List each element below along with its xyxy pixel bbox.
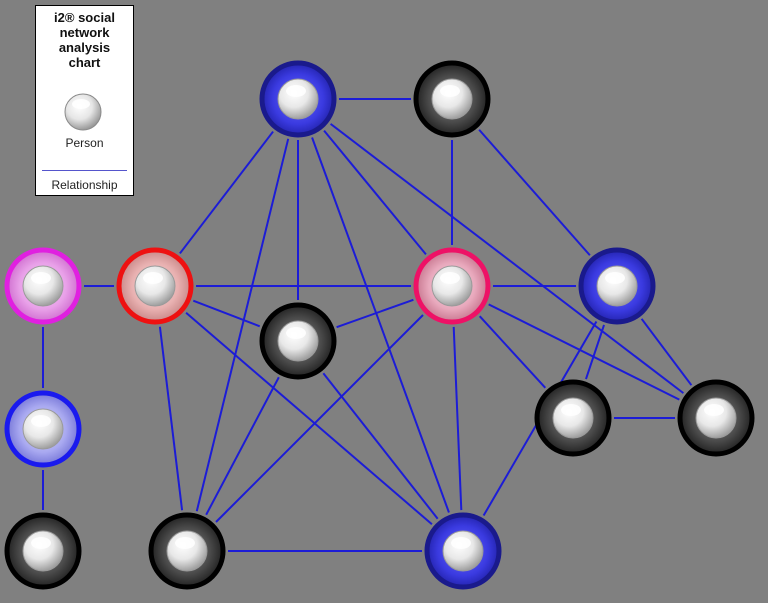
relationship-link-n5-n13 xyxy=(452,326,463,511)
person-nodes xyxy=(4,60,755,590)
person-icon xyxy=(277,78,319,120)
person-node-n8[interactable] xyxy=(4,390,82,468)
relationship-links xyxy=(42,98,693,552)
relationship-link-n1-n12 xyxy=(329,123,685,394)
pearl-highlight xyxy=(31,272,51,284)
person-node-n10[interactable] xyxy=(4,512,82,590)
legend-title: i2® social network analysis chart xyxy=(54,10,115,70)
person-node-n11[interactable] xyxy=(148,512,226,590)
person-icon xyxy=(277,320,319,362)
relationship-link-n6-n9 xyxy=(585,324,605,380)
relationship-link-n5-n9 xyxy=(478,315,547,389)
person-node-n2[interactable] xyxy=(413,60,491,138)
relationship-link-n4-n13 xyxy=(185,311,433,526)
pearl-highlight xyxy=(440,272,460,284)
person-icon xyxy=(22,530,64,572)
legend: i2® social network analysis chart Person… xyxy=(35,5,134,196)
relationship-link-n7-n13 xyxy=(322,372,439,520)
relationship-link-n1-n4 xyxy=(179,130,274,255)
person-icon xyxy=(134,265,176,307)
person-node-n7[interactable] xyxy=(259,302,337,380)
person-icon xyxy=(596,265,638,307)
pearl-highlight xyxy=(286,85,306,97)
pearl-highlight xyxy=(561,404,581,416)
person-icon xyxy=(431,265,473,307)
relationship-link-n1-n5 xyxy=(323,130,427,255)
pearl-highlight xyxy=(440,85,460,97)
person-icon xyxy=(166,530,208,572)
pearl-highlight xyxy=(31,537,51,549)
person-node-n3[interactable] xyxy=(4,247,82,325)
person-node-n4[interactable] xyxy=(116,247,194,325)
person-node-n1[interactable] xyxy=(259,60,337,138)
legend-relationship-label: Relationship xyxy=(51,178,118,192)
relationship-link-n7-n11 xyxy=(205,376,280,516)
relationship-link-n4-n7 xyxy=(192,299,261,328)
relationship-link-n4-n11 xyxy=(158,326,184,511)
legend-relationship-line xyxy=(42,170,127,171)
pearl-highlight xyxy=(31,415,51,427)
person-icon xyxy=(695,397,737,439)
person-icon xyxy=(552,397,594,439)
person-node-n12[interactable] xyxy=(677,379,755,457)
person-node-n9[interactable] xyxy=(534,379,612,457)
pearl-highlight xyxy=(451,537,471,549)
person-node-n6[interactable] xyxy=(578,247,656,325)
relationship-link-n5-n11 xyxy=(215,314,424,523)
relationship-link-n2-n6 xyxy=(478,129,591,256)
legend-person-label: Person xyxy=(65,136,104,150)
pearl-highlight xyxy=(143,272,163,284)
relationship-link-n1-n13 xyxy=(311,137,450,513)
relationship-link-n5-n12 xyxy=(488,303,680,401)
pearl-highlight xyxy=(605,272,625,284)
person-icon xyxy=(431,78,473,120)
person-icon xyxy=(442,530,484,572)
person-icon xyxy=(22,265,64,307)
pearl-highlight xyxy=(286,327,306,339)
pearl-highlight xyxy=(704,404,724,416)
relationship-link-n6-n12 xyxy=(640,318,693,386)
person-node-n13[interactable] xyxy=(424,512,502,590)
relationship-link-n1-n11 xyxy=(195,138,290,512)
pearl-highlight xyxy=(175,537,195,549)
person-node-n5[interactable] xyxy=(413,247,491,325)
person-icon xyxy=(64,93,102,131)
relationship-link-n5-n7 xyxy=(336,298,414,329)
person-icon xyxy=(22,408,64,450)
